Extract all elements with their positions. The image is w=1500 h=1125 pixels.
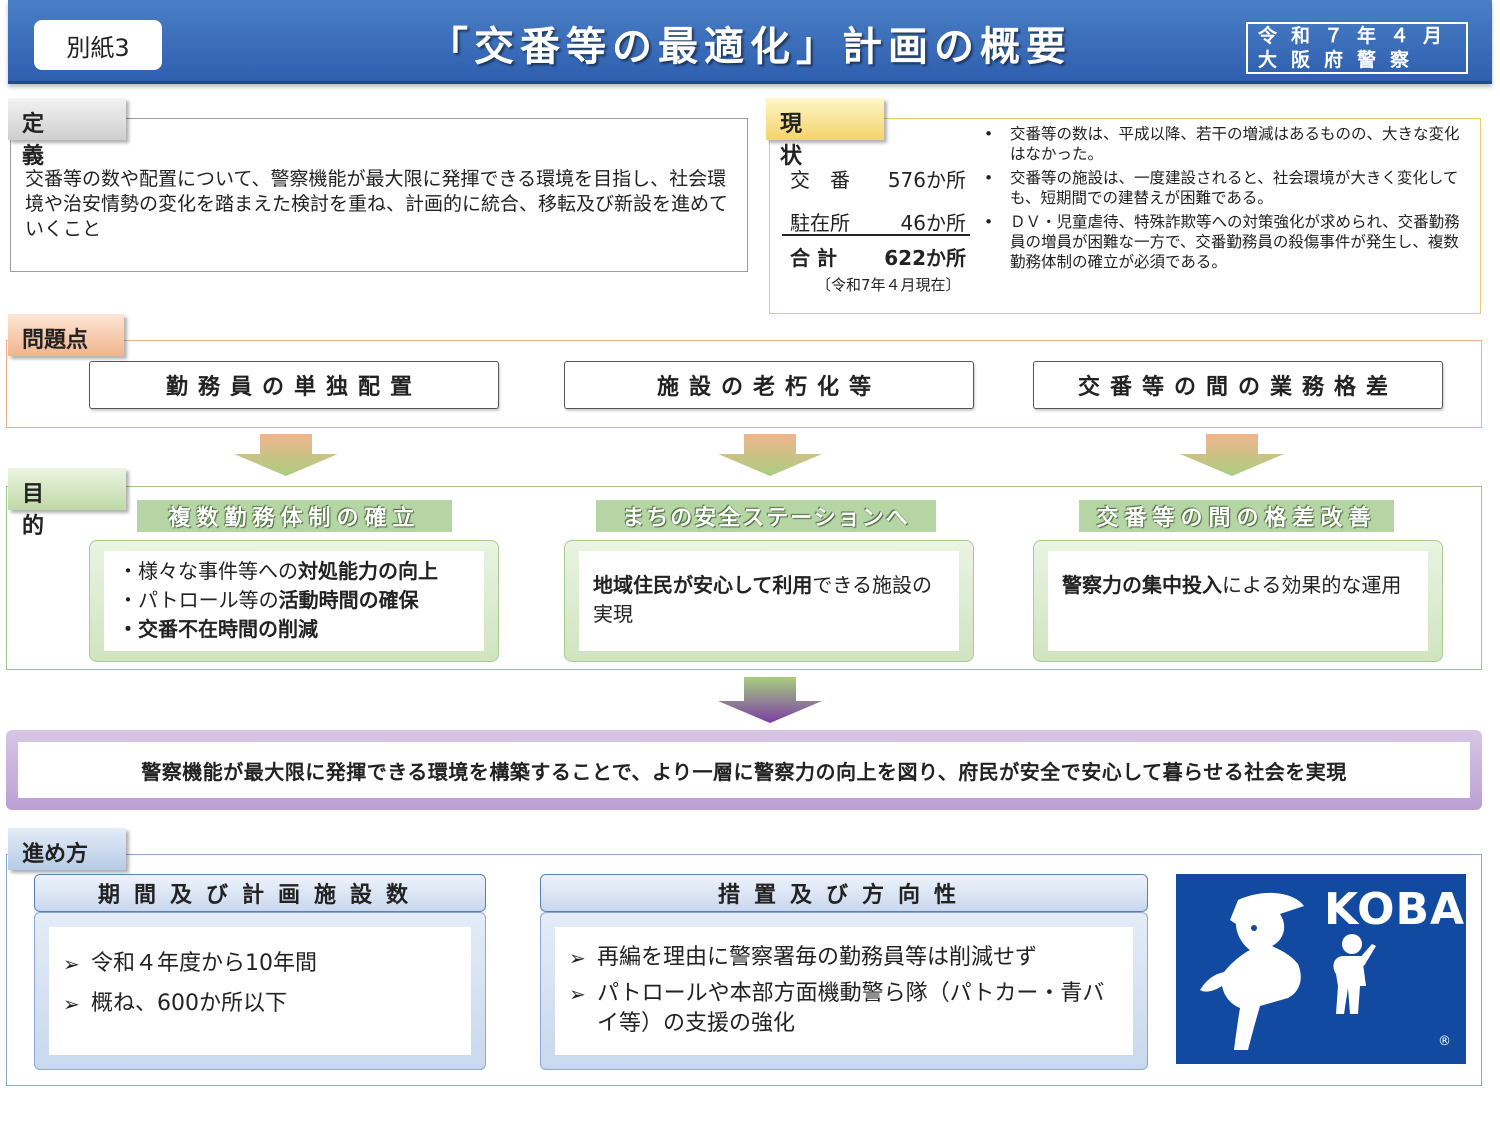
goal-content: 地域住民が安心して利用できる施設の実現 — [579, 551, 959, 651]
goal-heading: 複数勤務体制の確立 — [137, 500, 452, 532]
goal-text: による効果的な運用 — [1222, 573, 1402, 597]
goal-line: ・交番不在時間の削減 — [118, 615, 470, 644]
koban-label: 交 番 — [790, 168, 850, 192]
total-label: 合 計 — [790, 246, 837, 270]
measures-list: 再編を理由に警察署毎の勤務員等は削減せず パトロールや本部方面機動警ら隊（パトカ… — [555, 927, 1133, 1055]
period-list: 令和４年度から10年間 概ね、600か所以下 — [49, 927, 471, 1055]
koban-count-row: 交 番 576か所 — [790, 164, 966, 193]
period-card: 令和４年度から10年間 概ね、600か所以下 — [34, 912, 486, 1070]
measure-item: 再編を理由に警察署毎の勤務員等は削減せず — [569, 943, 1119, 973]
goal-text: ・パトロール等の — [118, 588, 279, 612]
date-box: 令和７年４月 大阪府警察 — [1246, 22, 1468, 74]
goal-text: できる施設の実現 — [593, 573, 933, 626]
header-bar — [8, 0, 1492, 84]
definition-text: 交番等の数や配置について、警察機能が最大限に発揮できる環境を目指し、社会環境や治… — [25, 168, 729, 240]
status-bullet-list: 交番等の数は、平成以降、若干の増減はあるものの、大きな変化はなかった。 交番等の… — [982, 124, 1468, 276]
period-item: 令和４年度から10年間 — [63, 949, 457, 979]
measures-heading: 措置及び方向性 — [540, 874, 1148, 912]
goal-text: ・様々な事件等への — [118, 559, 298, 583]
down-arrow-icon — [718, 434, 822, 476]
measures-card: 再編を理由に警察署毎の勤務員等は削減せず パトロールや本部方面機動警ら隊（パトカ… — [540, 912, 1148, 1070]
goal-card: 地域住民が安心して利用できる施設の実現 — [564, 540, 974, 662]
goal-emphasis: 地域住民が安心して利用 — [593, 573, 813, 597]
koban-logo: KOBAN ® — [1176, 874, 1466, 1064]
chuzaisho-count-row: 駐在所 46か所 — [790, 207, 966, 236]
goal-emphasis: 警察力の集中投入 — [1062, 573, 1222, 597]
page-title: 「交番等の最適化」計画の概要 — [428, 24, 1072, 70]
koban-logo-text: KOBAN — [1324, 884, 1466, 935]
as-of-date: 〔令和7年４月現在〕 — [816, 276, 961, 294]
approach-label: 進め方 — [8, 828, 126, 870]
approach-frame — [6, 854, 1482, 1086]
goal-content: ・様々な事件等への対処能力の向上 ・パトロール等の活動時間の確保 ・交番不在時間… — [104, 551, 484, 651]
down-arrow-icon — [718, 677, 822, 723]
status-label: 現 状 — [766, 98, 884, 169]
status-counts: 交 番 576か所 駐在所 46か所 — [790, 164, 966, 236]
goal-emphasis: 活動時間の確保 — [278, 588, 419, 612]
goal-content: 警察力の集中投入による効果的な運用 — [1048, 551, 1428, 651]
status-bullet: 交番等の数は、平成以降、若干の増減はあるものの、大きな変化はなかった。 — [982, 124, 1468, 164]
problem-item: 勤務員の単独配置 — [89, 361, 499, 409]
goal-card: ・様々な事件等への対処能力の向上 ・パトロール等の活動時間の確保 ・交番不在時間… — [89, 540, 499, 662]
definition-label: 定 義 — [8, 98, 126, 169]
status-box — [769, 118, 1481, 314]
attachment-label: 別紙3 — [34, 20, 162, 70]
goal-card: 警察力の集中投入による効果的な運用 — [1033, 540, 1443, 662]
total-divider — [782, 234, 970, 236]
down-arrow-icon — [234, 434, 338, 476]
koban-value: 576か所 — [887, 168, 966, 192]
status-bullet: ＤＶ・児童虐待、特殊詐欺等への対策強化が求められ、交番勤務員の増員が困難な一方で… — [982, 212, 1468, 272]
purpose-label: 目 的 — [8, 468, 126, 539]
goal-emphasis: ・交番不在時間の削減 — [118, 617, 318, 641]
goal-line: ・様々な事件等への対処能力の向上 — [118, 557, 470, 586]
definition-box: 交番等の数や配置について、警察機能が最大限に発揮できる環境を目指し、社会環境や治… — [10, 118, 748, 272]
total-value: 622か所 — [884, 246, 966, 270]
measure-item: パトロールや本部方面機動警ら隊（パトカー・青バイ等）の支援の強化 — [569, 979, 1119, 1039]
problems-frame — [6, 340, 1482, 428]
status-bullet: 交番等の施設は、一度建設されると、社会環境が大きく変化しても、短期間での建替えが… — [982, 168, 1468, 208]
period-heading: 期間及び計画施設数 — [34, 874, 486, 912]
goal-line: ・パトロール等の活動時間の確保 — [118, 586, 470, 615]
total-count-row: 合 計 622か所 — [790, 242, 966, 271]
goal-heading: まちの安全ステーションへ — [596, 500, 936, 532]
date-line: 令和７年４月 — [1258, 25, 1457, 47]
down-arrow-icon — [1180, 434, 1284, 476]
organization-line: 大阪府警察 — [1258, 49, 1424, 71]
chuzaisho-label: 駐在所 — [790, 211, 850, 235]
chuzaisho-value: 46か所 — [900, 211, 966, 235]
registered-mark: ® — [1438, 1034, 1451, 1049]
problem-item: 交番等の間の業務格差 — [1033, 361, 1443, 409]
result-text: 警察機能が最大限に発揮できる環境を構築することで、より一層に警察力の向上を図り、… — [18, 742, 1470, 798]
purpose-frame — [6, 486, 1482, 670]
goal-emphasis: 対処能力の向上 — [298, 559, 438, 583]
problems-label: 問題点 — [8, 314, 124, 356]
period-item: 概ね、600か所以下 — [63, 989, 457, 1019]
goal-heading: 交番等の間の格差改善 — [1079, 500, 1394, 532]
koban-silhouette-icon — [1200, 892, 1376, 1050]
problem-item: 施設の老朽化等 — [564, 361, 974, 409]
result-banner: 警察機能が最大限に発揮できる環境を構築することで、より一層に警察力の向上を図り、… — [6, 730, 1482, 810]
